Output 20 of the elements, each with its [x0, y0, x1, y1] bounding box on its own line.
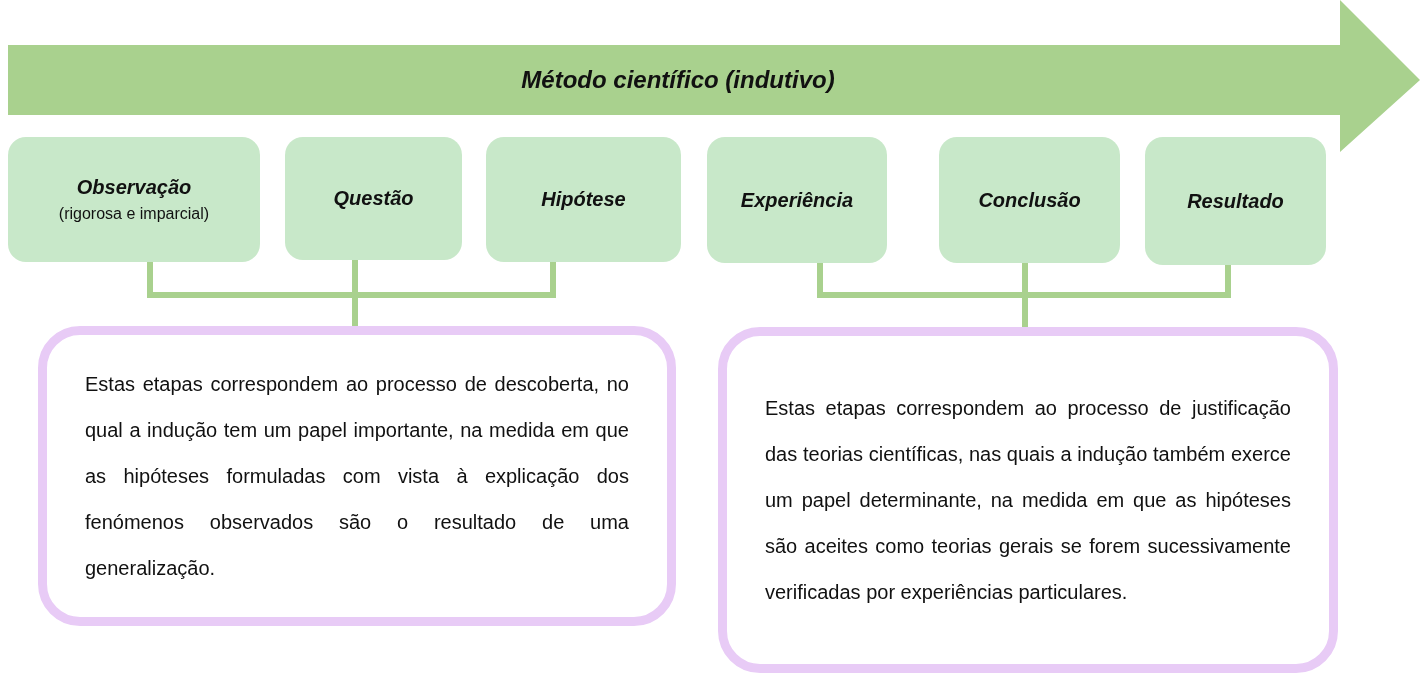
step-box [8, 137, 260, 262]
connector-line [352, 262, 556, 326]
description-text: Estas etapas correspondem ao processo de descoberta, no qual a indução tem um papel importante, na medida em que as hipóteses formuladas com vista à explicação dos fenómenos observados são o resultado de uma generalização. [85, 372, 629, 581]
step-box [939, 137, 1120, 263]
step-title: Hipótese [541, 188, 626, 211]
step-title: Experiência [740, 188, 854, 212]
description-box [38, 326, 676, 626]
connector-line [1022, 265, 1231, 327]
step-note: (rigorosa e imparcial) [58, 205, 210, 223]
step-title: Questão [333, 187, 414, 210]
step-title: Resultado [1187, 189, 1284, 213]
step-title: Conclusão [978, 188, 1081, 212]
step-box [285, 137, 462, 260]
step-box [486, 137, 681, 262]
step-box [707, 137, 887, 263]
description-box [718, 327, 1338, 673]
description-text: Estas etapas correspondem ao processo de justificação das teorias científicas, nas quais a indução também exerce um papel determinante, na medida em que as hipóteses são aceites como teorias gerais se forem sucessivamente verificadas por experiências particulares. [765, 396, 1291, 605]
arrow-label: Método científico (indutivo) [520, 65, 836, 95]
step-title: Observação [76, 176, 192, 199]
step-box [1145, 137, 1326, 265]
